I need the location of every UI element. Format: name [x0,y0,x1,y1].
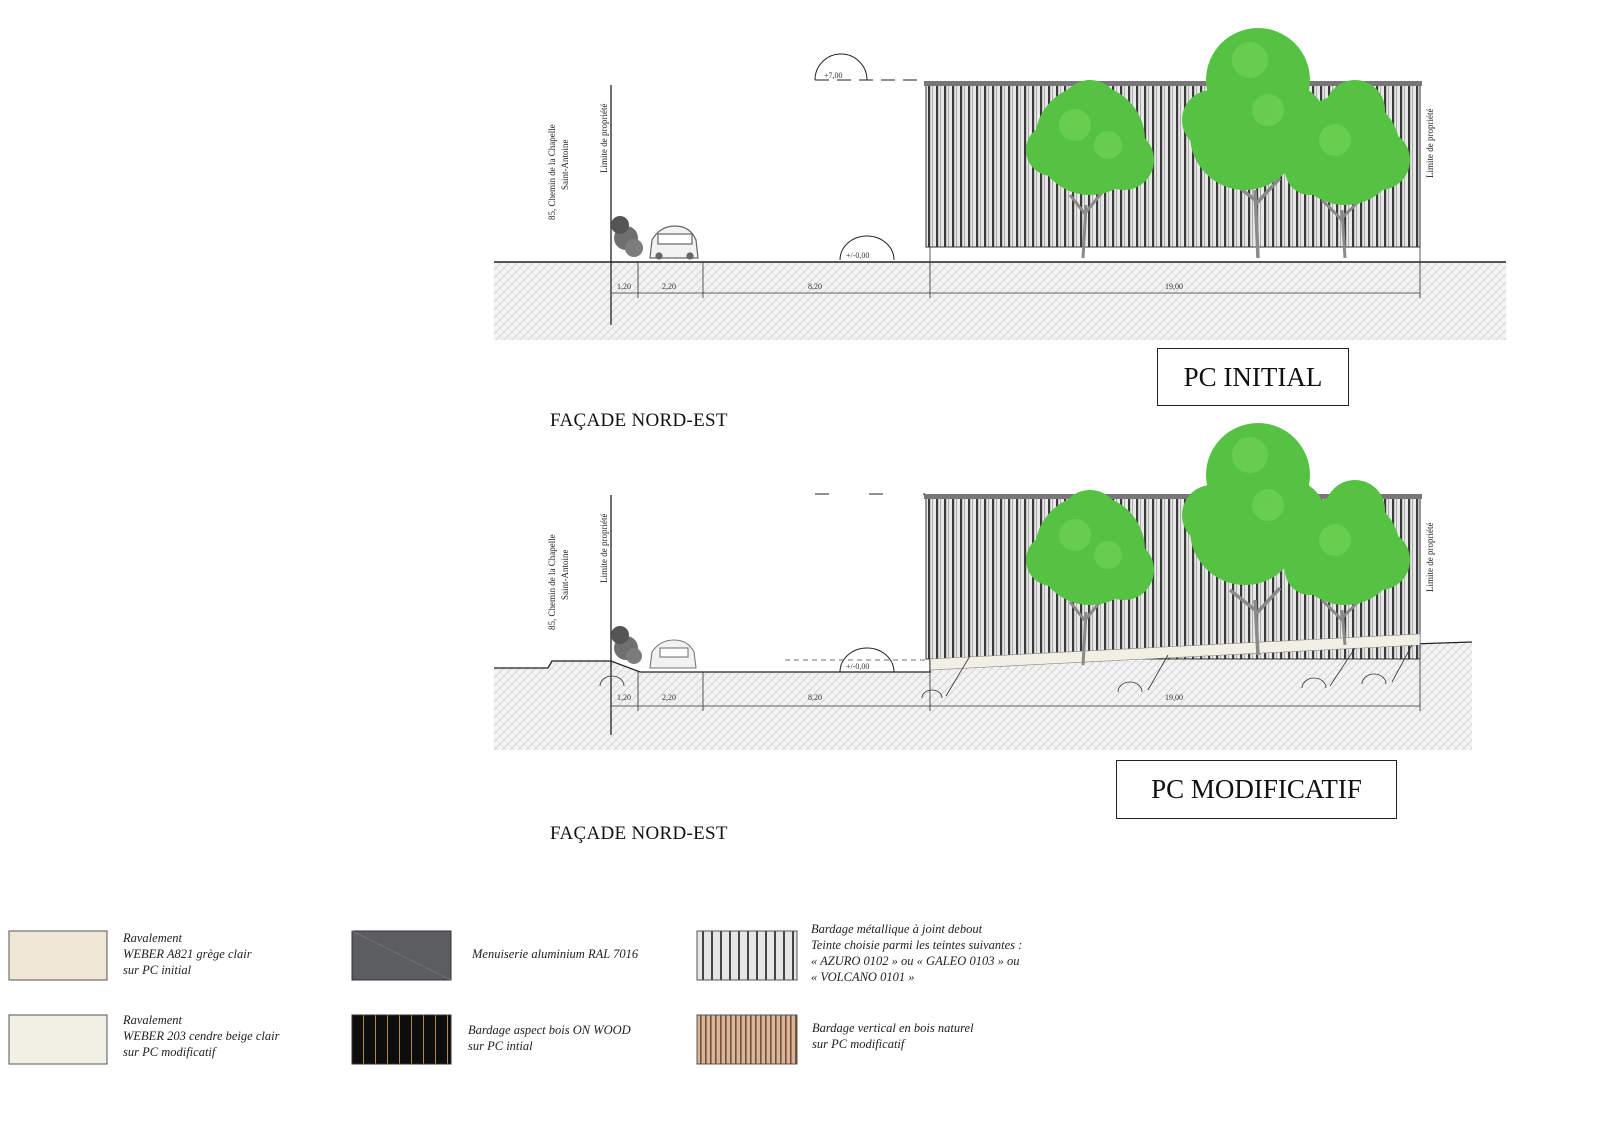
legend-text-bardage-metal: Bardage métallique à joint debout Teinte… [811,922,1023,984]
dimension-chain [610,645,1421,711]
spot-levels [599,644,1413,699]
legend-text-bois-naturel: Bardage vertical en bois naturel sur PC … [812,1021,974,1051]
dim-4: 19,00 [1165,693,1183,702]
limit-right-text: Limite de propriété [1425,109,1435,178]
ground-hatch [494,642,1472,750]
legend-text-on-wood: Bardage aspect bois ON WOOD sur PC intia… [468,1023,631,1053]
dim-4: 19,00 [1165,282,1183,291]
tree-icon [1285,80,1410,259]
swatch-weber-203 [8,1014,108,1065]
dim-1: 1,20 [617,282,631,291]
roof-edge [924,81,1422,86]
shrub-icon [611,216,643,257]
address-line1: 85, Chemin de la Chapelle [547,124,557,220]
level-top-text: +7,00 [824,71,843,80]
legend [8,930,798,1065]
dim-3: 8,20 [808,693,822,702]
dim-3: 8,20 [808,282,822,291]
ground-hatch [494,262,1506,340]
swatch-aluminium-diagonal [351,930,452,981]
legend-text-aluminium: Menuiserie aluminium RAL 7016 [472,947,639,961]
dimension-chain [610,247,1421,298]
tree-icon [1285,480,1410,646]
address-line2: Saint-Antoine [560,550,570,601]
address-line1: 85, Chemin de la Chapelle [547,534,557,630]
limit-left-text: Limite de propriété [599,514,609,583]
swatch-weber-a821 [8,930,108,981]
address-line2: Saint-Antoine [560,140,570,191]
shrub-icon [611,626,642,664]
facade-title-initial: FAÇADE NORD-EST [550,410,728,431]
tree-icon [1026,80,1154,259]
car-icon [649,225,699,260]
legend-text-weber-203: Ravalement WEBER 203 cendre beige clair … [123,1013,280,1059]
roof-edge [924,494,1422,499]
pc-modificatif-label: PC MODIFICATIF [1116,760,1397,819]
level-marker-ground: +/-0,00 [839,235,895,261]
swatch-on-wood [351,1014,452,1065]
facade-modificatif: +/-0,00 1,20 2,20 8,20 19,00 85, Chemin … [494,423,1473,750]
dim-2: 2,20 [662,282,676,291]
car-icon [649,639,697,669]
tree-icon [1026,490,1154,666]
level-ground-text: +/-0,00 [846,251,869,260]
limit-right-text: Limite de propriété [1425,523,1435,592]
dim-2: 2,20 [662,693,676,702]
swatch-bardage-metal [696,930,798,981]
facade-title-modificatif: FAÇADE NORD-EST [550,823,728,844]
level-ground-text: +/-0,00 [846,662,869,671]
level-marker-ground: +/-0,00 [785,647,930,673]
swatch-bois-naturel [696,1014,798,1065]
dim-1: 1,20 [617,693,631,702]
legend-text-weber-a821: Ravalement WEBER A821 grège clair sur PC… [123,931,252,977]
level-marker-top: +7,00 [814,53,925,81]
pc-initial-label: PC INITIAL [1157,348,1349,406]
limit-left-text: Limite de propriété [599,104,609,173]
facade-initial: +7,00 +/-0,00 1,20 2,20 8,20 19,00 85, C… [494,28,1506,340]
tree-icon [1182,423,1325,656]
